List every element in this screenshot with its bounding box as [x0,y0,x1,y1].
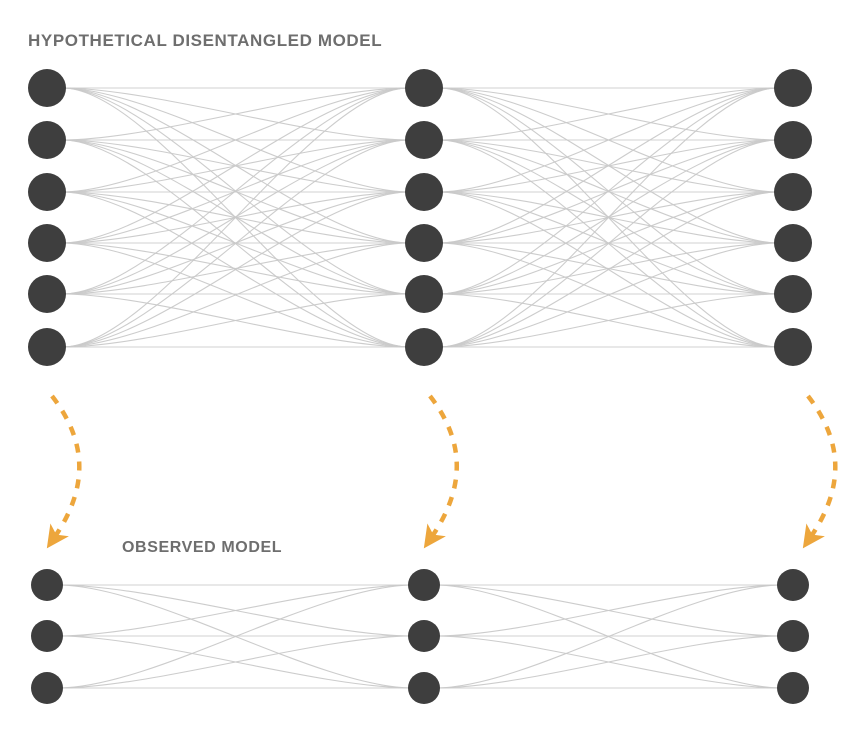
graph-node [774,69,812,107]
graph-edge [60,635,411,689]
nodes-hypothetical-model [28,69,812,366]
graph-edge [63,87,408,295]
graph-node [408,672,440,704]
graph-edge [63,293,408,348]
graph-edge [437,635,780,689]
graph-node [774,121,812,159]
graph-edge [63,242,408,348]
graph-edge [63,191,408,348]
graph-edge [440,293,777,348]
edges-observed-model [60,584,780,689]
graph-edge [440,87,777,348]
graph-edge [63,87,408,193]
graph-edge [63,87,408,348]
graph-node [405,328,443,366]
graph-node [28,224,66,262]
graph-edge [437,584,780,637]
graph-node [408,620,440,652]
observed-model-title: OBSERVED MODEL [122,539,283,556]
arrow-layer-3 [802,394,838,549]
graph-node [31,672,63,704]
graph-node [405,173,443,211]
graph-edge [437,584,780,689]
graph-edge [63,87,408,244]
hypothetical-model-title: HYPOTHETICAL DISENTANGLED MODEL [28,31,383,50]
graph-node [28,275,66,313]
graph-edge [440,87,777,193]
graph-edge [60,584,411,689]
graph-edge [63,139,408,348]
graph-node [28,121,66,159]
graph-edge [440,191,777,348]
graph-node [777,569,809,601]
graph-edge [440,87,777,141]
graph-edge [440,87,777,244]
graph-edge [440,242,777,295]
graph-edge [63,242,408,295]
graph-node [405,224,443,262]
arrow-layer-2 [423,394,459,549]
arrow-layer-1 [46,394,82,549]
graph-edge [63,87,408,141]
edges-hypothetical-model [63,87,777,348]
graph-node [774,328,812,366]
graph-node [28,328,66,366]
graph-node [31,569,63,601]
graph-edge [440,87,777,295]
graph-edge [440,139,777,348]
graph-node [777,620,809,652]
graph-node [774,173,812,211]
graph-node [408,569,440,601]
graph-node [405,275,443,313]
nodes-observed-model [31,569,809,704]
graph-node [774,224,812,262]
graph-node [28,69,66,107]
graph-node [405,121,443,159]
graph-node [31,620,63,652]
graph-node [28,173,66,211]
graph-node [777,672,809,704]
graph-edge [60,584,411,637]
mapping-arrows [46,394,838,549]
graph-node [774,275,812,313]
graph-node [405,69,443,107]
graph-edge [440,242,777,348]
